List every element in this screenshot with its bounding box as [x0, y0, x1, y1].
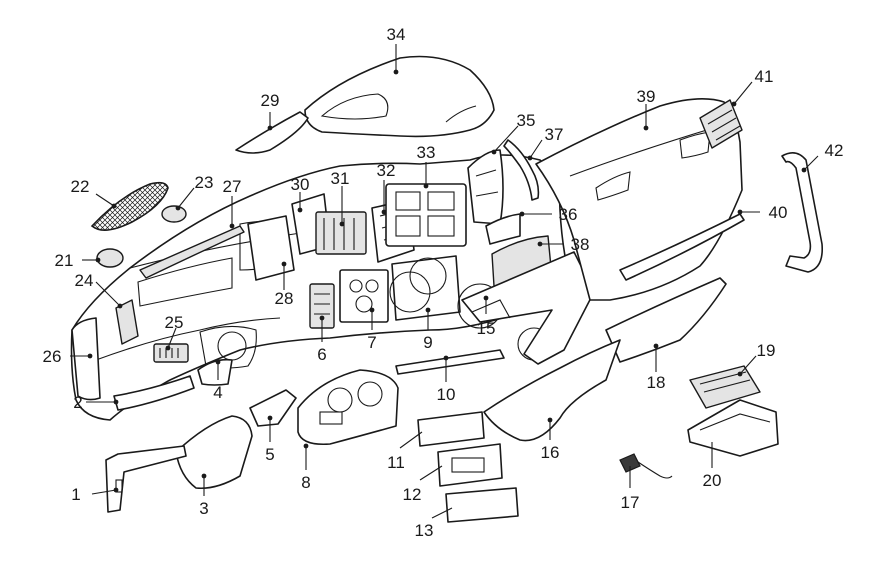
part-4-knee-panel [197, 358, 233, 386]
callout-9: 9 [423, 333, 432, 352]
callout-22: 22 [71, 177, 90, 196]
part-24-side-vent [115, 299, 139, 345]
callout-39: 39 [637, 87, 656, 106]
callout-28: 28 [275, 289, 294, 308]
callout-27: 27 [223, 177, 242, 196]
callout-12: 12 [403, 485, 422, 504]
part-22-speaker-grille [90, 181, 169, 231]
callout-41: 41 [755, 67, 774, 86]
part-36-cover [485, 213, 521, 245]
callout-7: 7 [367, 333, 376, 352]
part-11-radio-trim [417, 411, 485, 447]
part-20-heater-bracket [687, 399, 779, 457]
callout-8: 8 [301, 473, 310, 492]
callout-37: 37 [545, 125, 564, 144]
callout-40: 40 [769, 203, 788, 222]
callout-29: 29 [261, 91, 280, 110]
part-28-panel [247, 215, 295, 281]
callout-25: 25 [165, 313, 184, 332]
callout-33: 33 [417, 143, 436, 162]
callout-26: 26 [43, 347, 62, 366]
callout-23: 23 [195, 173, 214, 192]
part-27-defrost-strip [139, 225, 245, 279]
callout-18: 18 [647, 373, 666, 392]
leader-lines [70, 44, 819, 519]
leader-dots [87, 69, 807, 493]
callout-1: 1 [71, 485, 80, 504]
callout-30: 30 [291, 175, 310, 194]
callout-36: 36 [559, 205, 578, 224]
part-29-trim-strip [235, 111, 309, 154]
parts-drawing [70, 55, 824, 523]
part-5-bracket [249, 389, 297, 427]
part-42-tube [781, 152, 824, 273]
callout-15: 15 [477, 319, 496, 338]
part-37-trim-piece [503, 139, 540, 201]
part-17-connector [619, 453, 641, 473]
callout-10: 10 [437, 385, 456, 404]
part-16-lower-right-panel [483, 339, 621, 442]
callout-20: 20 [703, 471, 722, 490]
callout-34: 34 [387, 25, 406, 44]
part-10-strip [395, 349, 505, 375]
callout-5: 5 [265, 445, 274, 464]
part-26-end-panel [71, 317, 101, 401]
part-35-column-shroud [467, 149, 504, 225]
part-13-radio-trim [445, 487, 519, 523]
callout-32: 32 [377, 161, 396, 180]
part-25-switch-block [153, 343, 189, 363]
part-40-right-strip [619, 213, 745, 281]
callout-16: 16 [541, 443, 560, 462]
part-23-tweeter [161, 205, 187, 223]
part-18-glovebox-door [605, 277, 727, 363]
callout-3: 3 [199, 499, 208, 518]
callout-42: 42 [825, 141, 844, 160]
part-3-lower-panel [175, 415, 253, 490]
callout-31: 31 [331, 169, 350, 188]
callout-6: 6 [317, 345, 326, 364]
part-34-instrument-hood [304, 55, 495, 138]
callout-11: 11 [387, 453, 405, 472]
part-1-side-bracket [105, 445, 187, 513]
part-21-tweeter [96, 248, 124, 268]
callout-2: 2 [73, 393, 82, 412]
part-12-radio [437, 443, 503, 487]
callout-13: 13 [415, 521, 434, 540]
callout-4: 4 [213, 383, 222, 402]
callout-19: 19 [757, 341, 776, 360]
callout-17: 17 [621, 493, 640, 512]
callout-21: 21 [55, 251, 74, 270]
callout-35: 35 [517, 111, 536, 130]
part-2-lower-trim [113, 375, 195, 411]
callout-24: 24 [75, 271, 94, 290]
part-8-instrument-cluster [297, 369, 399, 446]
callout-38: 38 [571, 235, 590, 254]
part-41-right-vent [699, 99, 743, 149]
callout-labels: 1 2 3 4 5 6 7 8 9 10 11 12 13 15 16 17 1… [43, 25, 844, 540]
